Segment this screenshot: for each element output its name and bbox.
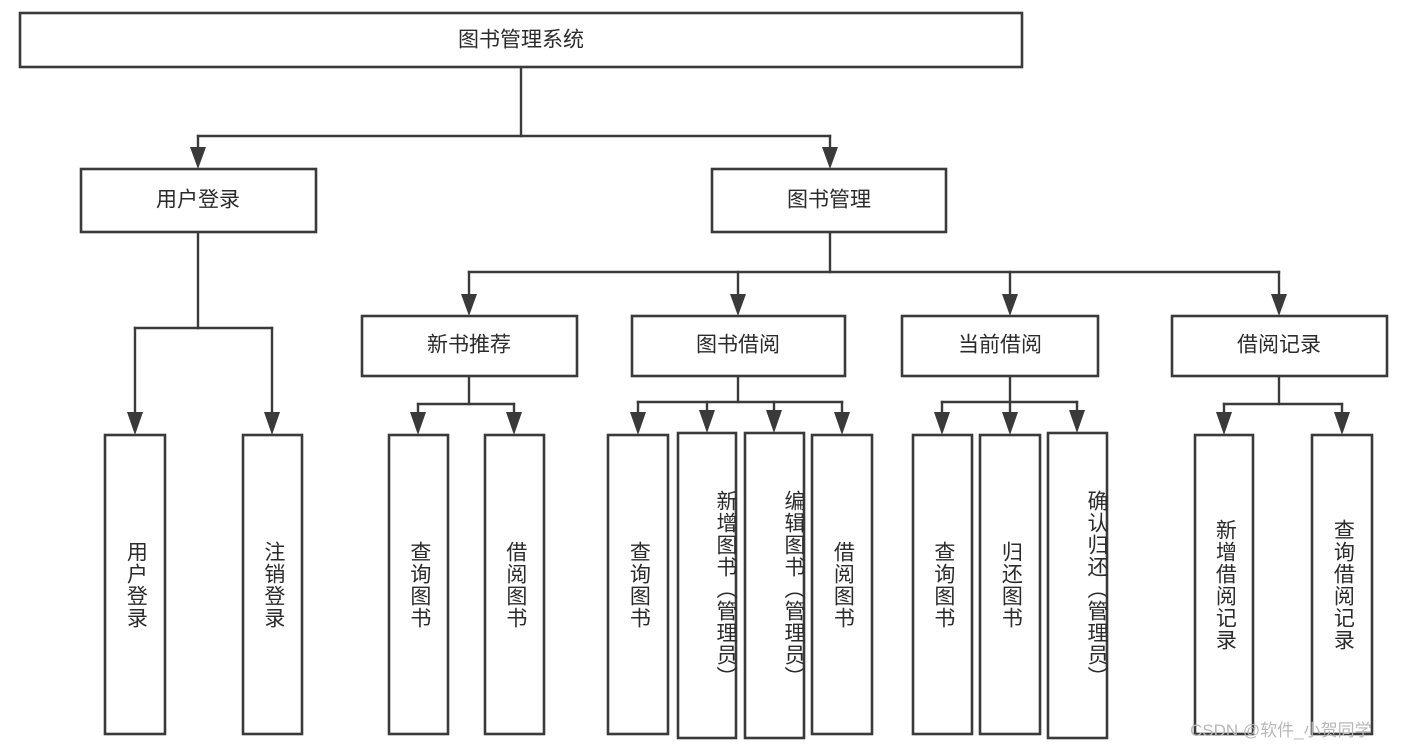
node-box-leaf-book-borrow-2[interactable] — [676, 431, 738, 740]
node-box-root[interactable] — [18, 11, 1024, 69]
arrow-bookborrow-leaf-2 — [699, 410, 715, 433]
node-box-leaf-current-borrow-3[interactable] — [1046, 431, 1109, 740]
node-label-borrow-record: 借阅记录 — [1237, 334, 1321, 357]
node-label-root: 图书管理系统 — [458, 29, 584, 52]
connectors-layer — [127, 65, 1350, 435]
arrow-newbook-leaf-2 — [506, 412, 522, 435]
arrow-borrowrecord-leaf-2 — [1334, 412, 1350, 435]
arrow-bookmgmt-child-3 — [1002, 294, 1018, 316]
node-box-new-book-recommend[interactable] — [360, 314, 579, 378]
node-box-borrow-record[interactable] — [1170, 314, 1389, 378]
node-label-book-management: 图书管理 — [787, 189, 871, 212]
node-box-leaf-new-book-1[interactable] — [387, 433, 450, 736]
arrow-bookborrow-leaf-3 — [766, 410, 782, 433]
node-box-leaf-book-borrow-4[interactable] — [810, 433, 874, 736]
arrow-root-to-userlogin — [190, 147, 206, 169]
arrow-userlogin-leaf-2 — [264, 412, 280, 435]
arrow-userlogin-leaf-1 — [127, 412, 143, 435]
node-box-leaf-current-borrow-1[interactable] — [911, 433, 974, 736]
node-box-leaf-borrow-record-2[interactable] — [1310, 433, 1374, 736]
nodes-layer: 图书管理系统 用户登录 图书管理 新书推荐 图书借阅 当前借阅 借阅记录 — [18, 11, 1389, 740]
arrow-bookmgmt-child-1 — [461, 294, 477, 316]
arrow-bookmgmt-child-4 — [1271, 294, 1287, 316]
node-label-user-login: 用户登录 — [156, 189, 240, 212]
node-box-leaf-user-login-1[interactable] — [103, 433, 167, 736]
node-box-leaf-book-borrow-1[interactable] — [606, 433, 670, 736]
arrow-currentborrow-leaf-3 — [1069, 410, 1085, 433]
node-box-book-management[interactable] — [710, 167, 948, 234]
node-box-current-borrow[interactable] — [900, 314, 1100, 378]
node-box-book-borrow[interactable] — [630, 314, 847, 378]
arrow-borrowrecord-leaf-1 — [1216, 412, 1232, 435]
node-box-user-login[interactable] — [79, 167, 318, 234]
arrow-currentborrow-leaf-1 — [934, 412, 950, 435]
arrow-bookborrow-leaf-1 — [630, 412, 646, 435]
arrow-newbook-leaf-1 — [410, 412, 426, 435]
node-box-leaf-new-book-2[interactable] — [483, 433, 546, 736]
node-box-leaf-user-login-2[interactable] — [241, 433, 304, 736]
arrow-bookmgmt-child-2 — [730, 294, 746, 316]
node-box-leaf-book-borrow-3[interactable] — [743, 431, 806, 740]
node-label-current-borrow: 当前借阅 — [958, 334, 1042, 357]
arrow-bookborrow-leaf-4 — [834, 412, 850, 435]
node-box-leaf-borrow-record-1[interactable] — [1193, 433, 1255, 736]
csdn-watermark: CSDN @软件_小贺同学 — [1190, 721, 1372, 740]
node-label-new-book-recommend: 新书推荐 — [427, 334, 511, 357]
arrow-root-to-bookmgmt — [822, 147, 838, 169]
node-box-leaf-current-borrow-2[interactable] — [978, 433, 1042, 736]
node-label-book-borrow: 图书借阅 — [696, 334, 780, 357]
arrow-currentborrow-leaf-2 — [1002, 412, 1018, 435]
